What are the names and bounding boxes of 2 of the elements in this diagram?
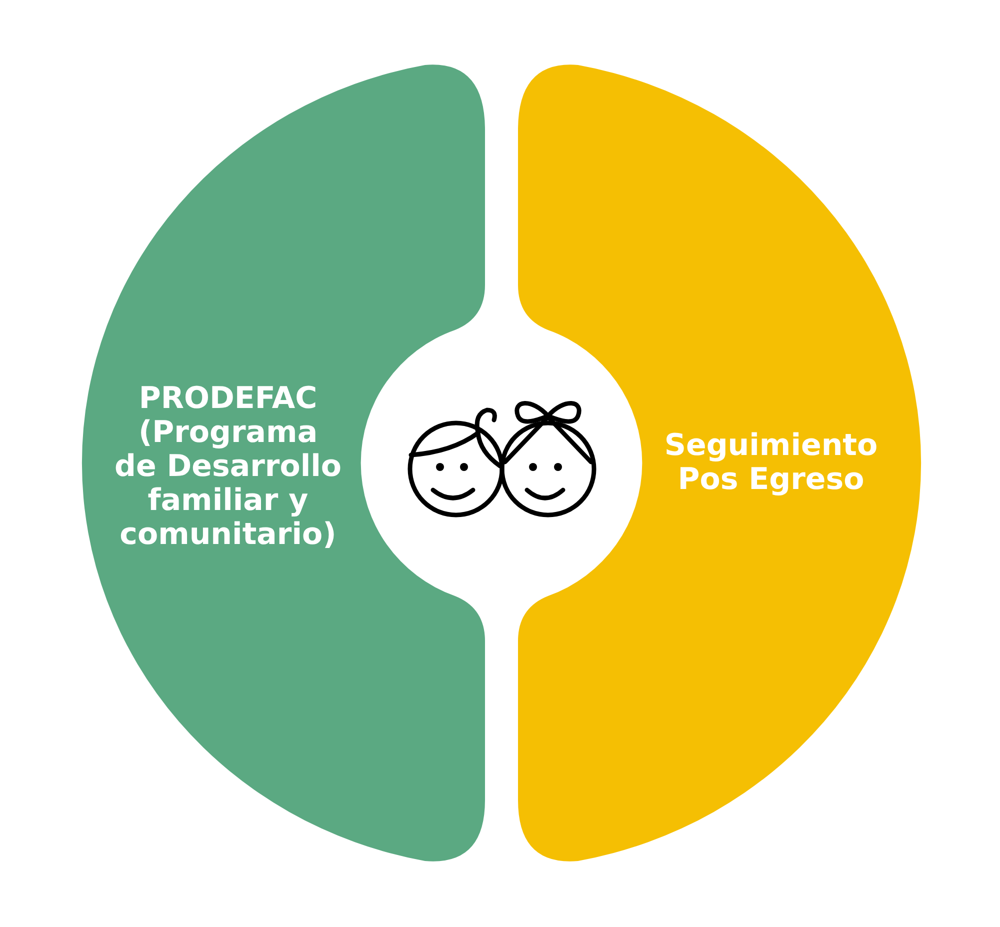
panel-label: Seguimiento Pos Egreso (663, 429, 879, 497)
panel-label: PRODEFAC (Programa de Desarrollo familiar y comunitario) (114, 382, 342, 552)
